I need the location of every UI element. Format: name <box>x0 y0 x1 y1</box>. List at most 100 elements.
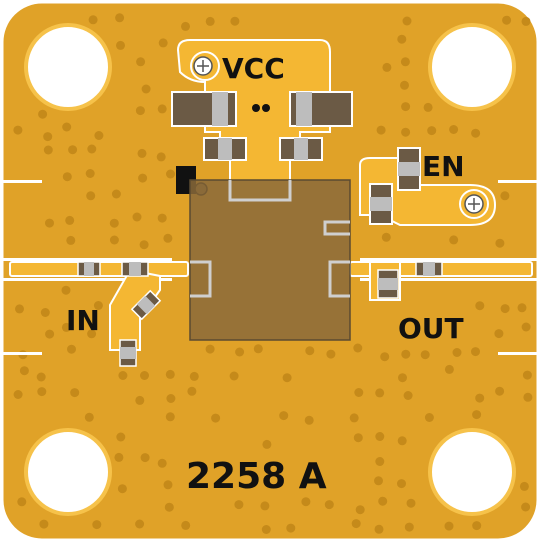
via <box>117 484 127 494</box>
via <box>15 304 24 314</box>
via <box>85 169 95 178</box>
via <box>65 215 75 225</box>
via <box>304 415 314 425</box>
via <box>66 235 76 245</box>
via <box>141 84 151 94</box>
via <box>61 285 71 295</box>
via <box>139 240 149 250</box>
via <box>165 412 175 422</box>
via <box>353 343 363 353</box>
via <box>349 413 359 423</box>
via <box>253 344 263 354</box>
via <box>38 109 48 119</box>
via <box>166 394 176 403</box>
via <box>397 34 407 44</box>
via <box>135 106 145 116</box>
via <box>13 125 23 135</box>
via <box>61 322 71 332</box>
via <box>301 497 311 507</box>
via <box>45 329 55 339</box>
en-pad <box>459 189 489 219</box>
via <box>43 132 53 142</box>
via <box>17 497 27 507</box>
via <box>115 13 125 23</box>
via <box>475 301 485 311</box>
rf-channels <box>2 180 538 355</box>
via <box>205 344 215 354</box>
via <box>39 519 49 529</box>
via <box>156 152 166 162</box>
label-vcc: VCC <box>222 52 285 85</box>
via <box>500 304 510 314</box>
via <box>164 502 174 512</box>
via <box>521 16 531 26</box>
via <box>43 145 53 155</box>
via <box>282 373 292 383</box>
via <box>472 410 482 420</box>
via <box>157 104 167 114</box>
via <box>355 505 365 515</box>
via <box>118 371 128 380</box>
via <box>93 301 103 310</box>
via <box>109 235 119 245</box>
via <box>472 521 482 531</box>
via <box>135 519 145 529</box>
via <box>163 480 173 490</box>
via <box>471 128 481 138</box>
via <box>475 393 485 403</box>
silkscreen-labels: VCC EN IN OUT 2258 A <box>66 52 465 497</box>
via <box>70 388 80 398</box>
ic-body <box>189 179 351 341</box>
via <box>189 371 199 381</box>
mounting-hole-bottom-left <box>24 428 112 516</box>
via <box>519 481 529 491</box>
via <box>424 413 434 422</box>
via <box>157 213 167 223</box>
via <box>400 57 410 67</box>
via <box>111 189 121 199</box>
via <box>140 371 149 380</box>
via-field <box>13 13 533 534</box>
via <box>420 350 430 360</box>
via <box>67 344 76 354</box>
via <box>109 218 119 228</box>
via <box>495 238 505 248</box>
via <box>140 453 150 463</box>
via <box>116 432 126 442</box>
via <box>135 395 145 405</box>
mounting-hole-top-left <box>24 23 112 111</box>
via <box>286 523 296 533</box>
mounting-hole-top-right <box>428 23 516 111</box>
via <box>138 173 148 183</box>
via <box>521 502 531 512</box>
via <box>166 169 175 179</box>
via <box>382 62 392 72</box>
via <box>449 125 459 134</box>
via <box>157 458 167 468</box>
via <box>260 501 270 511</box>
via <box>449 235 459 245</box>
ic-package <box>176 166 351 341</box>
via <box>229 371 239 381</box>
via <box>381 232 391 242</box>
vcc-pad <box>190 51 220 81</box>
via <box>400 80 409 90</box>
via <box>444 364 454 374</box>
via <box>187 386 197 396</box>
via <box>158 38 168 48</box>
via <box>401 349 411 359</box>
via <box>398 373 407 383</box>
via <box>326 349 336 359</box>
via <box>87 144 97 154</box>
via <box>375 457 385 466</box>
via <box>401 127 411 137</box>
via <box>374 476 383 486</box>
via <box>181 520 191 530</box>
mounting-hole-bottom-right <box>428 428 516 516</box>
via <box>406 498 416 508</box>
via <box>427 126 437 136</box>
via <box>517 303 527 313</box>
via <box>45 218 54 228</box>
en-components <box>369 147 421 225</box>
